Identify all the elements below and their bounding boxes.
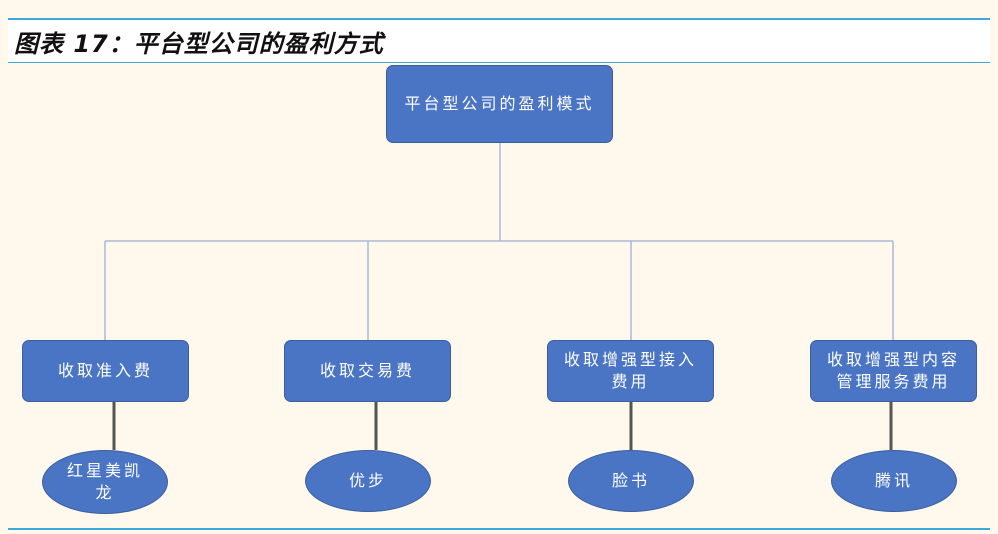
example-node-4: 腾讯 <box>831 450 957 512</box>
example-node-2: 优步 <box>305 450 431 512</box>
title-underline-rule <box>8 62 990 63</box>
title-band <box>8 20 990 62</box>
figure-title: 图表 17：平台型公司的盈利方式 <box>14 30 384 58</box>
category-node-transaction-fee: 收取交易费 <box>284 340 451 402</box>
category-node-content-management-fee: 收取增强型内容管理服务费用 <box>810 340 977 402</box>
example-node-3: 脸书 <box>568 450 694 512</box>
example-node-1: 红星美凯龙 <box>42 450 168 514</box>
category-node-access-fee: 收取准入费 <box>22 340 189 402</box>
category-node-enhanced-access-fee: 收取增强型接入费用 <box>547 340 714 402</box>
bottom-rule <box>8 528 990 530</box>
top-rule <box>8 18 990 20</box>
root-node: 平台型公司的盈利模式 <box>386 65 613 143</box>
